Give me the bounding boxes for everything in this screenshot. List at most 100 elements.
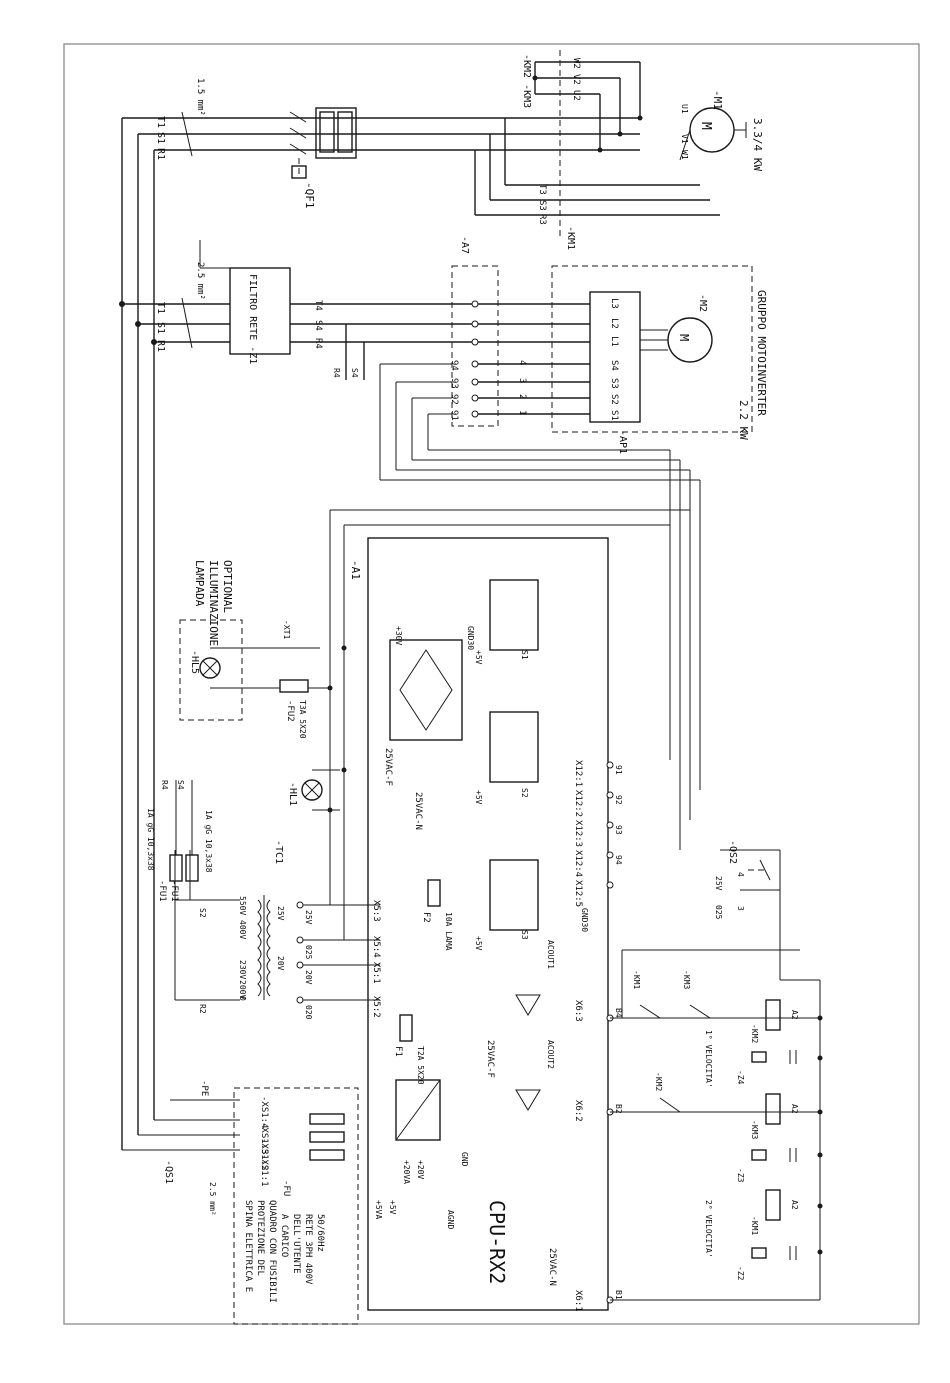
relay-pin-label: A2 — [790, 1104, 799, 1114]
gnd-label: GND — [460, 1152, 469, 1167]
terminal-label: S3 — [537, 200, 547, 211]
v25acf-label: 25VAC-F — [485, 1040, 495, 1078]
m1-power-label: 3.3/4 KW — [751, 118, 764, 171]
terminal-label: U2 — [571, 90, 581, 101]
opto-label: S2 — [520, 788, 529, 798]
cross-section-label: 2.5 mm² — [195, 262, 205, 300]
plug-note: A CARICO — [279, 1214, 289, 1257]
plug-note: RETE 3PH 400V — [303, 1214, 313, 1285]
fu1-label: -FU1 — [157, 880, 167, 902]
qf1-breaker: -QF1 — [289, 107, 357, 209]
pe-label: -PE — [199, 1080, 209, 1096]
lamp-hl5: -HL5 LAMPADA ILLUMINAZIONE OPTIONAL -FU2… — [179, 560, 330, 739]
line-label: T4 — [313, 300, 323, 311]
cross-section-label: 1.5 mm² — [195, 78, 205, 116]
line-label: S1 — [155, 322, 166, 334]
terminal-block-a7: -A7 94 93 92 91 — [449, 236, 499, 427]
x5-label: X5:4 — [371, 936, 381, 958]
p20va-label: +20VA — [402, 1160, 411, 1184]
ctrl-label: 92 — [614, 795, 623, 805]
v25acf-label: 25VAC-F — [383, 748, 393, 786]
plug-note: QUADRO CON FUSIBILI — [267, 1200, 277, 1303]
km-contact-label: -KM2 — [654, 1072, 663, 1091]
ctrl-idx-label: 2 — [517, 394, 527, 399]
tap-label: 25V — [304, 910, 313, 925]
opto-label: S3 — [520, 930, 529, 940]
inverter-sig-label: S1 — [609, 410, 619, 421]
snubber-label: -Z2 — [736, 1266, 745, 1281]
inverter-sig-label: S4 — [609, 360, 619, 371]
fu1-rating: 1A gG 10,3x38 — [146, 808, 155, 871]
m1-label: -M1 — [711, 90, 724, 110]
hl5-label: -HL5 — [189, 650, 200, 674]
terminal-label: S2 — [198, 908, 207, 918]
qs2-pin-label: 4 — [736, 872, 745, 877]
inverter-sig-label: S2 — [609, 394, 619, 405]
f1-rating: T2A 5X20 — [416, 1046, 425, 1085]
plug-note: 50/60Hz — [315, 1214, 325, 1252]
motoinverter-ap1: L1 L2 L3 S1 S2 S3 S4 M -M2 -AP1 2.2 KW G… — [551, 265, 768, 454]
ctrl-label: 94 — [614, 855, 623, 865]
switch-qs2: -QS2 25V 025 4 3 — [714, 840, 820, 981]
relay-pin-label: A2 — [790, 1200, 799, 1210]
lamp-hl1: -HL1 — [287, 769, 340, 811]
gnd30-label: GND30 — [466, 626, 475, 650]
ctrl-idx-label: 3 — [517, 378, 527, 383]
xs1-label: -XS1:3 — [259, 1122, 269, 1155]
qf1-label: -QF1 — [303, 182, 316, 209]
terminal-label: R3 — [537, 214, 547, 225]
f2-rating: 10A LAMA — [444, 912, 453, 951]
fuses-fu1: 1A gG 10,3x38 1A gG 10,3x38 -FU1 -FU1 R4… — [146, 780, 213, 902]
relay-contact-label: B1 — [614, 1290, 623, 1300]
plug-note: PROTEZIONE DEL — [255, 1200, 265, 1276]
inverter-in-label: L2 — [609, 318, 619, 329]
fu1-label: -FU1 — [169, 880, 179, 902]
km2-km3-label: -KM2 -KM3 — [521, 54, 532, 108]
agnd-label: AGND — [446, 1210, 455, 1229]
secondary-wiring: 25V 025 20V 020 — [296, 509, 690, 1020]
inverter-power-label: 2.2 KW — [737, 400, 750, 440]
tc1-tap-label: 200V — [238, 980, 247, 999]
motor-m1: M -M1 3.3/4 KW U1 V1 W1 — [679, 90, 764, 171]
plug-note: DELL'UTENTE — [291, 1214, 301, 1274]
xs1-label: -XS1:2 — [259, 1138, 269, 1171]
x5-label: X5:3 — [371, 900, 381, 922]
filter-z1: FILTRO RETE -Z1 T4 S4 R4 R4 S4 — [199, 240, 590, 380]
tc1-tap-label: 400V — [238, 920, 247, 939]
km-contact-label: -KM3 — [682, 970, 691, 989]
hl1-label: -HL1 — [287, 782, 298, 806]
line-label: R4 — [313, 338, 323, 349]
km-contact-label: -KM1 — [632, 970, 641, 989]
fu2-rating: T3A 5X20 — [298, 700, 307, 739]
ctrl-label: 92 — [449, 394, 459, 405]
tc1-tap-label: 230V — [238, 960, 247, 979]
p30v-label: +30V — [394, 626, 403, 645]
fu1-rating: 1A gG 10,3x38 — [204, 810, 213, 873]
qs2-wire-label: 025 — [714, 905, 723, 920]
x6-label: X6:2 — [573, 1100, 583, 1122]
x5-label: X5:2 — [371, 996, 381, 1018]
a1-label: -A1 — [349, 560, 362, 580]
plug-note: SPINA ELETTRICA E — [243, 1200, 253, 1292]
terminal-label: T3 — [537, 184, 547, 195]
terminal-label: V1 — [680, 134, 689, 144]
v25acn-label: 25VAC-N — [413, 792, 423, 830]
relay-pin-label: A2 — [790, 1010, 799, 1020]
opto-label: S1 — [520, 650, 529, 660]
p5v-label: +5V — [474, 790, 483, 805]
line-label: R1 — [155, 148, 166, 160]
sheet-frame — [63, 43, 920, 1325]
m2-label: -M2 — [697, 294, 708, 312]
lamp-title: ILLUMINAZIONE — [207, 560, 220, 646]
plug-area: -QS1 -PE -FU 2.5 mm² -XS1:4 -XS1:3 -XS1:… — [122, 1080, 359, 1325]
speed-label: 1° VELOCITA' — [704, 1030, 713, 1088]
inverter-in-label: L3 — [609, 298, 619, 309]
lamp-title: LAMPADA — [193, 560, 206, 607]
terminal-label: U1 — [680, 104, 689, 114]
p5v-label: +5V — [474, 650, 483, 665]
main-power-lines — [119, 111, 470, 1150]
snubber-label: -Z3 — [736, 1168, 745, 1183]
line-label: R1 — [155, 340, 166, 352]
p20v-label: +20V — [416, 1160, 425, 1179]
